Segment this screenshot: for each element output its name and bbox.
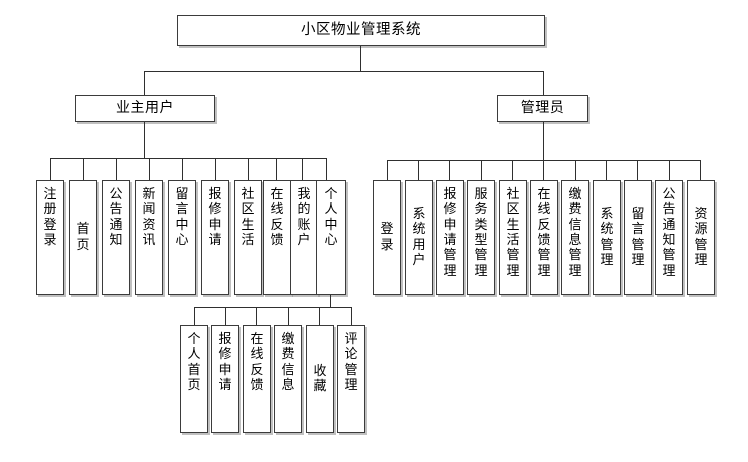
connector-admin-leaf-9: [637, 160, 638, 180]
leaf-pc-online-feedback[interactable]: 在线反馈: [243, 325, 271, 433]
connector-admin-leaf-7: [575, 160, 576, 180]
leaf-label: 系统用户: [412, 206, 426, 268]
branch-node-admin[interactable]: 管理员: [497, 95, 588, 122]
leaf-admin-system-mgmt[interactable]: 系统管理: [593, 180, 621, 295]
branch-node-admin-label: 管理员: [520, 100, 565, 117]
leaf-pc-personal-home[interactable]: 个人首页: [180, 325, 208, 433]
leaf-label: 注册登录: [43, 187, 57, 248]
connector-owner-leaf-2: [83, 158, 84, 180]
leaf-admin-repair-request-mgmt[interactable]: 报修申请管理: [436, 180, 464, 295]
connector-owner-leaf-3: [116, 158, 117, 180]
leaf-owner-announcement[interactable]: 公告通知: [102, 180, 130, 295]
leaf-admin-message-mgmt[interactable]: 留言管理: [624, 180, 652, 295]
connector-pc-leaf-1: [194, 307, 195, 325]
leaf-owner-online-feedback[interactable]: 在线反馈: [263, 180, 291, 295]
leaf-owner-message-center[interactable]: 留言中心: [168, 180, 196, 295]
connector-admin-leaf-1: [387, 160, 388, 180]
connector-admin-leaf-6: [543, 160, 544, 180]
leaf-label: 在线反馈管理: [537, 187, 551, 279]
leaf-label: 登录: [380, 222, 394, 253]
connector-admin-leaf-3: [449, 160, 450, 180]
leaf-label: 报修申请: [218, 332, 232, 393]
leaf-label: 报修申请: [208, 187, 222, 248]
leaf-label: 首页: [76, 222, 90, 253]
connector-owner-leaf-4: [149, 158, 150, 180]
connector-pc-leaf-6: [351, 307, 352, 325]
leaf-pc-comment-management[interactable]: 评论管理: [337, 325, 365, 433]
leaf-label: 缴费信息管理: [568, 187, 582, 279]
leaf-owner-register-login[interactable]: 注册登录: [36, 180, 64, 295]
leaf-label: 缴费信息: [281, 332, 295, 393]
leaf-admin-community-life-mgmt[interactable]: 社区生活管理: [499, 180, 527, 295]
leaf-admin-service-type-mgmt[interactable]: 服务类型管理: [467, 180, 495, 295]
connector-root-bus: [144, 71, 544, 72]
leaf-label: 新闻资讯: [142, 187, 156, 248]
connector-root-stem: [360, 46, 361, 71]
leaf-owner-community-life[interactable]: 社区生活: [234, 180, 262, 295]
connector-pc-leaf-4: [288, 307, 289, 325]
leaf-label: 留言管理: [631, 206, 645, 268]
leaf-pc-repair-request[interactable]: 报修申请: [211, 325, 239, 433]
connector-owner-leaf-1: [50, 158, 51, 180]
connector-to-owner: [144, 71, 145, 95]
connector-admin-leaf-2: [418, 160, 419, 180]
leaf-owner-personal-center[interactable]: 个人中心: [316, 180, 346, 295]
leaf-admin-system-user[interactable]: 系统用户: [405, 180, 433, 295]
connector-personal-center-stem: [330, 295, 331, 307]
connector-owner-leaf-9: [302, 158, 303, 180]
branch-node-owner[interactable]: 业主用户: [75, 95, 215, 122]
leaf-label: 个人中心: [324, 187, 338, 248]
connector-admin-leaf-10: [669, 160, 670, 180]
connector-personal-center-bus: [194, 307, 351, 308]
root-node-system[interactable]: 小区物业管理系统: [177, 15, 545, 46]
leaf-owner-home[interactable]: 首页: [69, 180, 97, 295]
connector-owner-leaf-7: [248, 158, 249, 180]
connector-admin-leaf-5: [512, 160, 513, 180]
leaf-label: 社区生活管理: [506, 187, 520, 279]
connector-admin-leaf-11: [700, 160, 701, 180]
leaf-owner-repair-request[interactable]: 报修申请: [201, 180, 229, 295]
connector-pc-leaf-5: [319, 307, 320, 325]
leaf-label: 在线反馈: [250, 332, 264, 393]
leaf-label: 评论管理: [344, 332, 358, 393]
leaf-admin-login[interactable]: 登录: [373, 180, 401, 295]
leaf-label: 个人首页: [187, 332, 201, 393]
connector-to-admin: [543, 71, 544, 95]
connector-pc-leaf-2: [225, 307, 226, 325]
branch-node-owner-label: 业主用户: [116, 100, 174, 117]
leaf-admin-announcement-mgmt[interactable]: 公告通知管理: [655, 180, 683, 295]
leaf-label: 在线反馈: [270, 187, 284, 248]
leaf-label: 资源管理: [694, 206, 708, 268]
leaf-admin-resource-mgmt[interactable]: 资源管理: [687, 180, 715, 295]
connector-owner-leaf-6: [215, 158, 216, 180]
connector-owner-stem: [144, 122, 145, 158]
connector-admin-leaf-4: [481, 160, 482, 180]
leaf-admin-payment-info-mgmt[interactable]: 缴费信息管理: [561, 180, 589, 295]
leaf-label: 留言中心: [175, 187, 189, 248]
connector-admin-stem: [543, 122, 544, 160]
connector-owner-bus: [50, 158, 326, 159]
connector-owner-leaf-8: [276, 158, 277, 180]
leaf-owner-my-account[interactable]: 我的账户: [290, 180, 318, 295]
leaf-label: 服务类型管理: [474, 187, 488, 279]
connector-owner-leaf-5: [182, 158, 183, 180]
connector-owner-leaf-10: [326, 158, 327, 180]
leaf-label: 收藏: [313, 363, 327, 394]
connector-pc-leaf-3: [256, 307, 257, 325]
leaf-label: 报修申请管理: [443, 187, 457, 279]
connector-admin-leaf-8: [606, 160, 607, 180]
root-node-label: 小区物业管理系统: [301, 21, 421, 38]
leaf-pc-payment-info[interactable]: 缴费信息: [274, 325, 302, 433]
leaf-label: 社区生活: [241, 187, 255, 248]
leaf-pc-favorites[interactable]: 收藏: [306, 325, 334, 433]
leaf-label: 我的账户: [297, 187, 311, 248]
leaf-label: 公告通知管理: [662, 187, 676, 279]
leaf-admin-online-feedback-mgmt[interactable]: 在线反馈管理: [530, 180, 558, 295]
leaf-label: 公告通知: [109, 187, 123, 248]
leaf-owner-news[interactable]: 新闻资讯: [135, 180, 163, 295]
leaf-label: 系统管理: [600, 206, 614, 268]
